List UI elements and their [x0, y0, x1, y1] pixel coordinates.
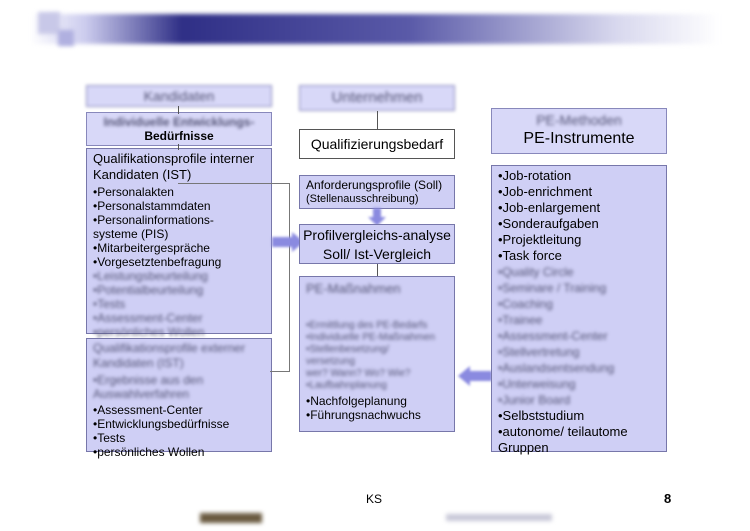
anforderungsprofile-box: Anforderungsprofile (Soll) (Stellenaussc…: [299, 175, 455, 209]
list-item: •Selbststudium: [498, 408, 585, 423]
list-item: •Job-rotation: [498, 168, 572, 183]
list-item: •Unterweisung: [498, 377, 576, 391]
qualifizierungsbedarf-box: Qualifizierungsbedarf: [299, 129, 455, 159]
pe-instrumente-box: •Job-rotation•Job-enrichment•Job-enlarge…: [491, 165, 667, 455]
profilvergleich-box: Profilvergleichs-analyse Soll/ Ist-Vergl…: [299, 224, 455, 264]
list-item: •autonome/ teilautome: [498, 424, 628, 439]
pe-massnahmen-list: •Nachfolgeplanung•Führungsnachwuchs: [300, 392, 454, 422]
list-item: systeme (PIS): [93, 227, 169, 241]
extern-title: Qualifikationsprofile externer Kandidate…: [93, 341, 246, 370]
profilvergleich-line2: Soll/ Ist-Vergleich: [322, 246, 432, 262]
pe-instrumente-label: PE-Instrumente: [523, 130, 635, 147]
qualifikationsprofile-extern-box: Qualifikationsprofile externer Kandidate…: [86, 338, 272, 459]
connector-line: [178, 106, 179, 114]
list-item: •Job-enrichment: [498, 184, 593, 199]
list-item: •Task force: [498, 248, 562, 263]
header-gradient-bar: [30, 14, 720, 44]
list-item: Auswahlverfahren: [93, 387, 190, 401]
list-item: •Assessment-Center: [93, 311, 203, 325]
list-item: •Potentialbeurteilung: [93, 283, 204, 297]
list-item: •persönliches Wollen: [93, 445, 205, 459]
arrow-left-icon: [458, 366, 492, 386]
list-item: •Führungsnachwuchs: [306, 408, 421, 422]
qualifikation-title: Qualifikationsprofile interner Kandidate…: [93, 151, 255, 182]
anforderung-sub: (Stellenausschreibung): [306, 193, 419, 205]
list-item: •Nachfolgeplanung: [306, 394, 407, 408]
list-item: Gruppen: [498, 440, 549, 455]
list-item: •Personalstammdaten: [93, 199, 211, 213]
list-item: •Stellenbesetzung/: [306, 344, 390, 355]
instrumente-list-blurred: •Quality Circle •Seminare / Training •Coac…: [492, 264, 666, 408]
list-item: •Leistungsbeurteilung: [93, 269, 208, 283]
connector-line: [377, 111, 378, 129]
unternehmen-header: Unternehmen: [299, 85, 455, 111]
connector-line: [178, 183, 290, 184]
kandidaten-header: Kandidaten: [86, 85, 272, 107]
list-item: •Stellvertretung: [498, 345, 580, 359]
list-item: •Assessment-Center: [498, 329, 608, 343]
list-item: •Junior Board: [498, 393, 571, 407]
list-item: •Coaching: [498, 297, 553, 311]
list-item: •Projektleitung: [498, 232, 582, 247]
page-number: 8: [664, 491, 672, 506]
list-item: •Laufbahnplanung: [306, 380, 387, 391]
connector-line: [270, 371, 290, 372]
list-item: •Ergebnisse aus den: [93, 373, 204, 387]
list-item: wer? Wann? Wo? Wie?: [306, 368, 411, 379]
profilvergleich-line1: Profilvergleichs-analyse: [303, 227, 451, 243]
pe-massnahmen-list-blurred: •Ermittlung des PE-Bedarfs•Individuelle …: [300, 300, 454, 392]
instrumente-list: •Job-rotation•Job-enrichment•Job-enlarge…: [492, 166, 666, 264]
list-item: •Trainee: [498, 313, 543, 327]
list-item: •Seminare / Training: [498, 281, 607, 295]
list-item: •Individuelle PE-Maßnahmen: [306, 332, 436, 343]
list-item: •Auslandsentsendung: [498, 361, 615, 375]
qualifikationsprofile-intern-box: Qualifikationsprofile interner Kandidate…: [86, 148, 272, 339]
list-item: •Quality Circle: [498, 265, 574, 279]
list-item: •Mitarbeitergespräche: [93, 241, 210, 255]
list-item: •Tests: [93, 297, 126, 311]
intern-list: •Personalakten•Personalstammdaten•Person…: [87, 183, 271, 269]
connector-line: [377, 264, 378, 276]
list-item: •Sonderaufgaben: [498, 216, 599, 231]
pe-massnahmen-header: PE-Maßnahmen: [306, 281, 401, 296]
pe-methoden-header: PE-Methoden PE-Instrumente: [491, 108, 667, 154]
footer-smear: [446, 514, 552, 521]
footer-initials: KS: [366, 492, 383, 506]
list-item: •Personalinformations-: [93, 213, 214, 227]
list-item: •Vorgesetztenbefragung: [93, 255, 222, 269]
arrow-right-icon: [272, 232, 304, 252]
list-item: •Entwicklungsbedürfnisse: [93, 417, 230, 431]
footer-logo: [200, 513, 262, 523]
list-item: versetzung: [306, 356, 355, 367]
anforderung-label: Anforderungsprofile (Soll): [306, 178, 443, 192]
entwicklung-label: Individuelle Entwicklungs-: [103, 115, 255, 129]
connector-line: [289, 183, 290, 371]
connector-line: [178, 144, 179, 150]
list-item: •Job-enlargement: [498, 200, 601, 215]
intern-list-blurred: •Leistungsbeurteilung•Potentialbeurteilu…: [87, 269, 271, 339]
beduerfnisse-label: Bedürfnisse: [144, 129, 214, 143]
entwicklung-header: Individuelle Entwicklungs- Bedürfnisse: [86, 112, 272, 146]
list-item: •Personalakten: [93, 185, 174, 199]
list-item: •persönliches Wollen: [93, 325, 205, 339]
pe-massnahmen-box: PE-Maßnahmen •Ermittlung des PE-Bedarfs•…: [299, 276, 455, 432]
pe-methoden-label: PE-Methoden: [536, 112, 622, 128]
extern-list: •Assessment-Center•Entwicklungsbedürfnis…: [87, 401, 271, 459]
arrow-down-icon: [368, 208, 386, 226]
list-item: •Tests: [93, 431, 126, 445]
list-item: •Ermittlung des PE-Bedarfs: [306, 320, 428, 331]
logo-square: [58, 30, 74, 46]
list-item: •Assessment-Center: [93, 403, 203, 417]
logo-square: [38, 12, 60, 34]
